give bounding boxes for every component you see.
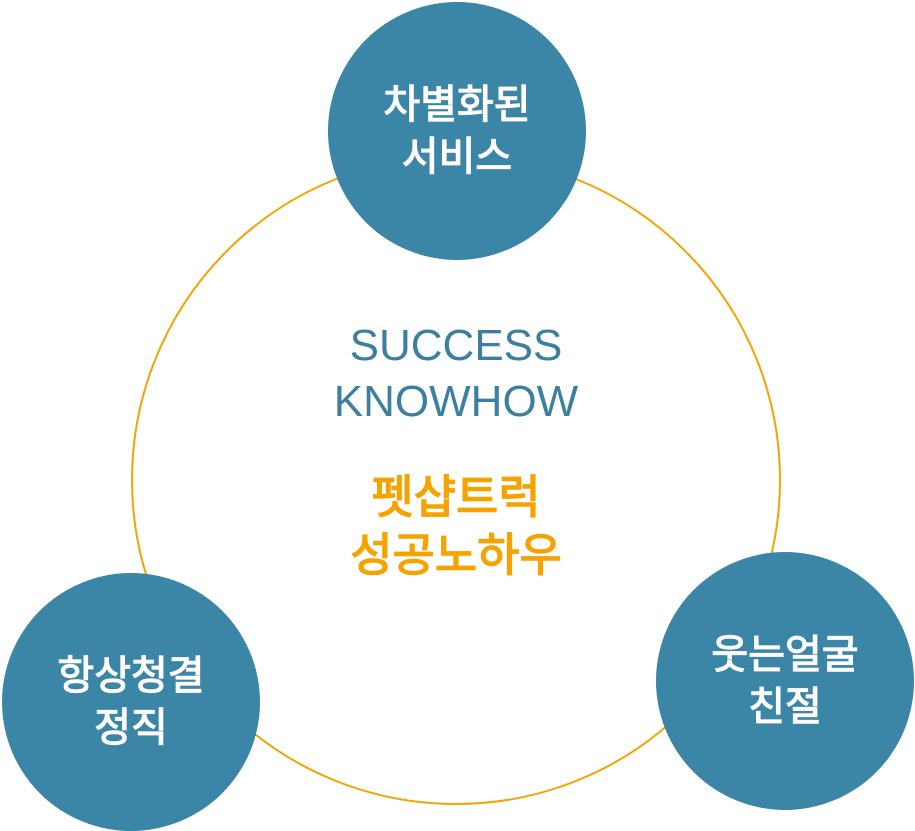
node-top-line-1: 차별화된 bbox=[383, 82, 531, 128]
node-left-line-1: 항상청결 bbox=[57, 653, 205, 699]
center-korean-title: 펫샵트럭 성공노하우 bbox=[256, 468, 656, 584]
center-english-line-2: KNOWHOW bbox=[333, 377, 579, 426]
center-english-line-1: SUCCESS bbox=[349, 321, 563, 370]
node-left-line-2: 정직 bbox=[94, 705, 168, 751]
center-label: SUCCESS KNOWHOW 펫샵트럭 성공노하우 bbox=[256, 318, 656, 584]
center-korean-line-1: 펫샵트럭 bbox=[371, 470, 541, 524]
node-always-clean-honest: 항상청결 정직 bbox=[2, 573, 260, 831]
center-korean-line-2: 성공노하우 bbox=[350, 528, 562, 582]
node-smiling-kindness: 웃는얼굴 친절 bbox=[656, 552, 914, 810]
node-top-line-2: 서비스 bbox=[401, 134, 513, 180]
node-right-line-2: 친절 bbox=[748, 684, 822, 730]
node-differentiated-service: 차별화된 서비스 bbox=[328, 2, 586, 260]
node-right-line-1: 웃는얼굴 bbox=[711, 632, 859, 678]
